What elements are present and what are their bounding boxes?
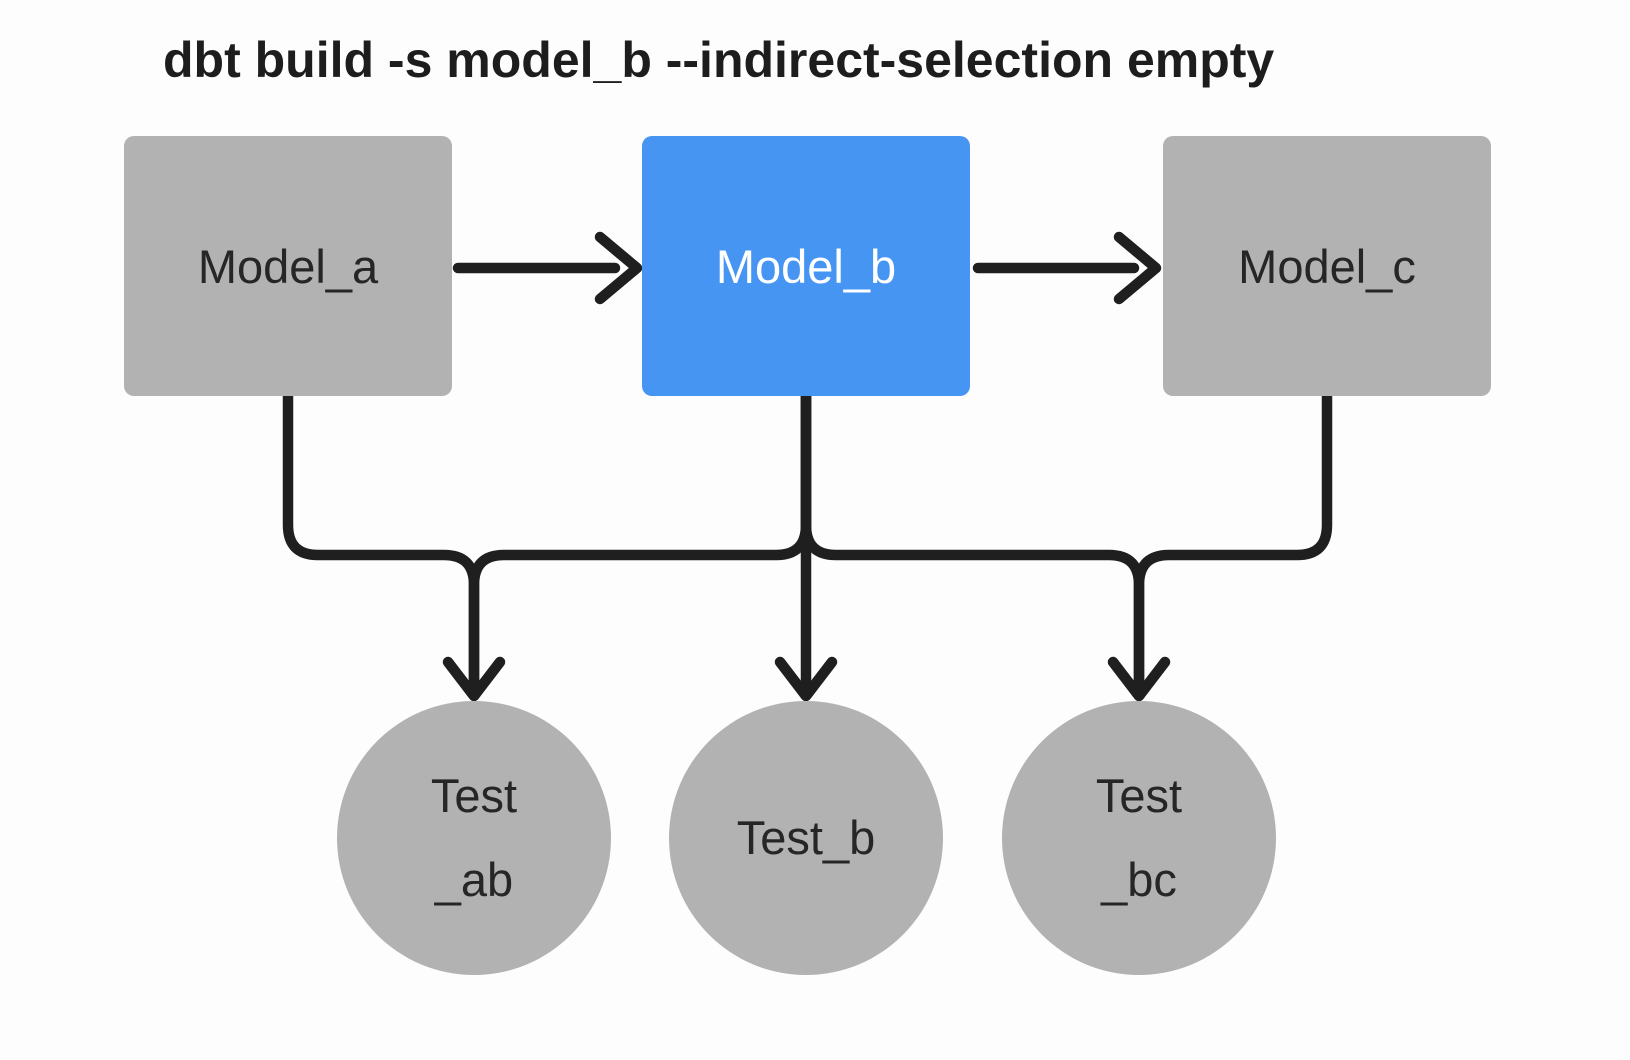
arrowhead-test-b	[774, 656, 838, 702]
test-ab-label-line2: _ab	[434, 853, 514, 906]
test-b-node: Test_b	[669, 701, 943, 975]
edge-model-a-to-test-ab	[282, 386, 480, 692]
model-b-label: Model_b	[715, 239, 897, 293]
test-bc-node: Test _bc	[1002, 701, 1276, 975]
arrowhead-model-b-to-model-c	[1113, 231, 1162, 305]
test-ab-label-line1: Test	[430, 769, 518, 822]
arrowhead-test-ab	[442, 656, 506, 702]
model-a-label: Model_a	[197, 239, 379, 293]
model-b-node-selected: Model_b	[642, 136, 970, 396]
arrowhead-test-bc	[1107, 656, 1171, 702]
test-bc-label-line1: Test	[1095, 769, 1183, 822]
test-ab-node: Test _ab	[337, 701, 611, 975]
edge-model-b-to-test-bc	[800, 386, 1145, 692]
model-c-node: Model_c	[1163, 136, 1491, 396]
edge-model-c-to-test-bc	[1133, 386, 1333, 692]
model-c-label: Model_c	[1238, 239, 1416, 293]
arrowhead-model-a-to-model-b	[594, 231, 643, 305]
edge-model-b-to-test-ab	[468, 386, 812, 692]
test-bc-label-line2: _bc	[1101, 853, 1177, 906]
diagram-title: dbt build -s model_b --indirect-selectio…	[163, 32, 1275, 88]
model-a-node: Model_a	[124, 136, 452, 396]
test-b-label-line1: Test_b	[736, 811, 876, 864]
